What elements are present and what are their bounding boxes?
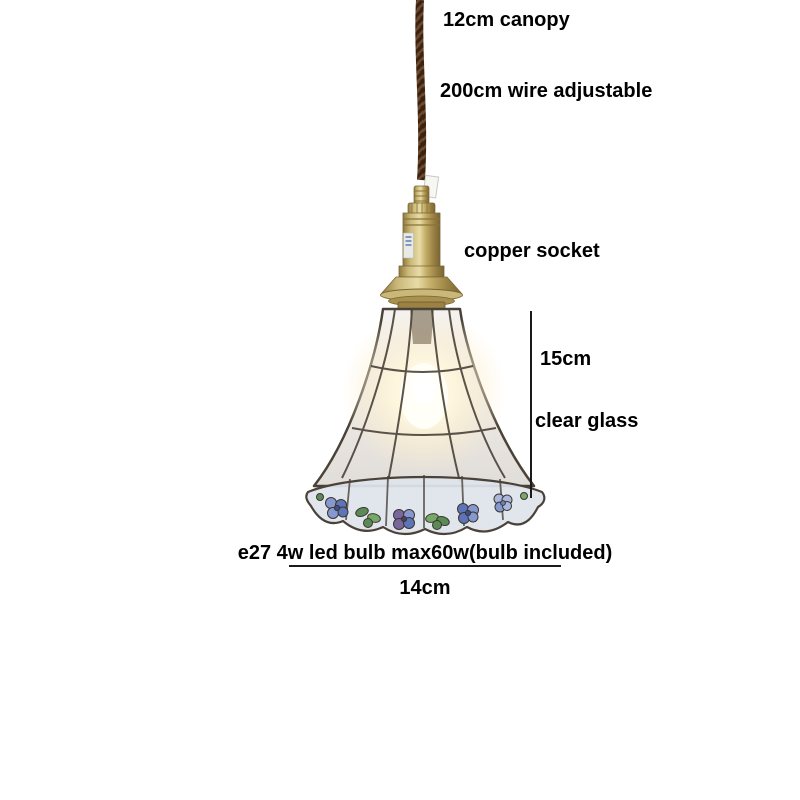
copper-socket <box>380 185 463 311</box>
socket-sticker <box>403 232 414 259</box>
socket-label: copper socket <box>464 240 600 262</box>
leaf-cluster-right <box>425 513 450 530</box>
leaf-cluster-left <box>355 506 381 528</box>
canopy-label: 12cm canopy <box>443 9 570 31</box>
glass-shade <box>312 307 536 488</box>
flower-cluster-blue-left <box>325 497 349 519</box>
flower-cluster-lightblue <box>493 493 513 513</box>
bulb-spec-label: e27 4w led bulb max60w(bulb included) <box>237 542 613 564</box>
clear-glass-label: clear glass <box>535 410 639 432</box>
twisted-wire <box>415 0 427 181</box>
lead-lines <box>341 308 506 483</box>
bulb-glow <box>342 309 506 474</box>
shade-width-label: 14cm <box>399 577 451 599</box>
flower-cluster-purple <box>393 509 415 530</box>
wire-label: 200cm wire adjustable <box>440 80 653 102</box>
flower-cluster-blue-right <box>457 503 479 524</box>
shade-height-label: 15cm <box>540 348 592 370</box>
flower-band <box>305 475 546 536</box>
